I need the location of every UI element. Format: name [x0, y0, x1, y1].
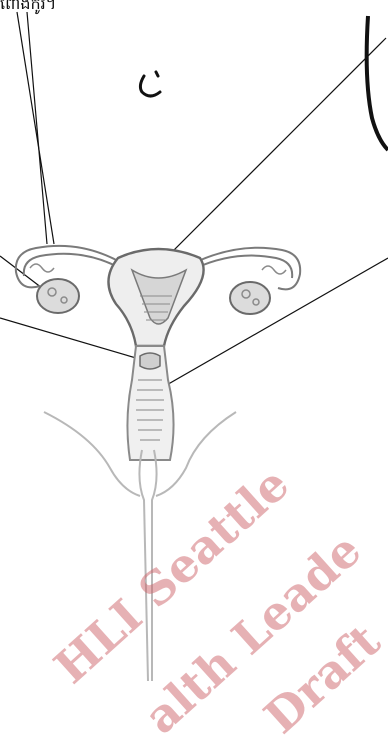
leader-line-3 — [158, 38, 386, 266]
anatomy-diagram: ពោងកូរ។ — [0, 0, 388, 681]
leader-line-1 — [17, 12, 54, 244]
circle-arc — [367, 16, 388, 150]
diagram-svg — [0, 0, 388, 681]
squiggle-mark — [140, 72, 160, 96]
leader-line-2 — [27, 12, 47, 244]
leader-line-6 — [0, 318, 136, 358]
